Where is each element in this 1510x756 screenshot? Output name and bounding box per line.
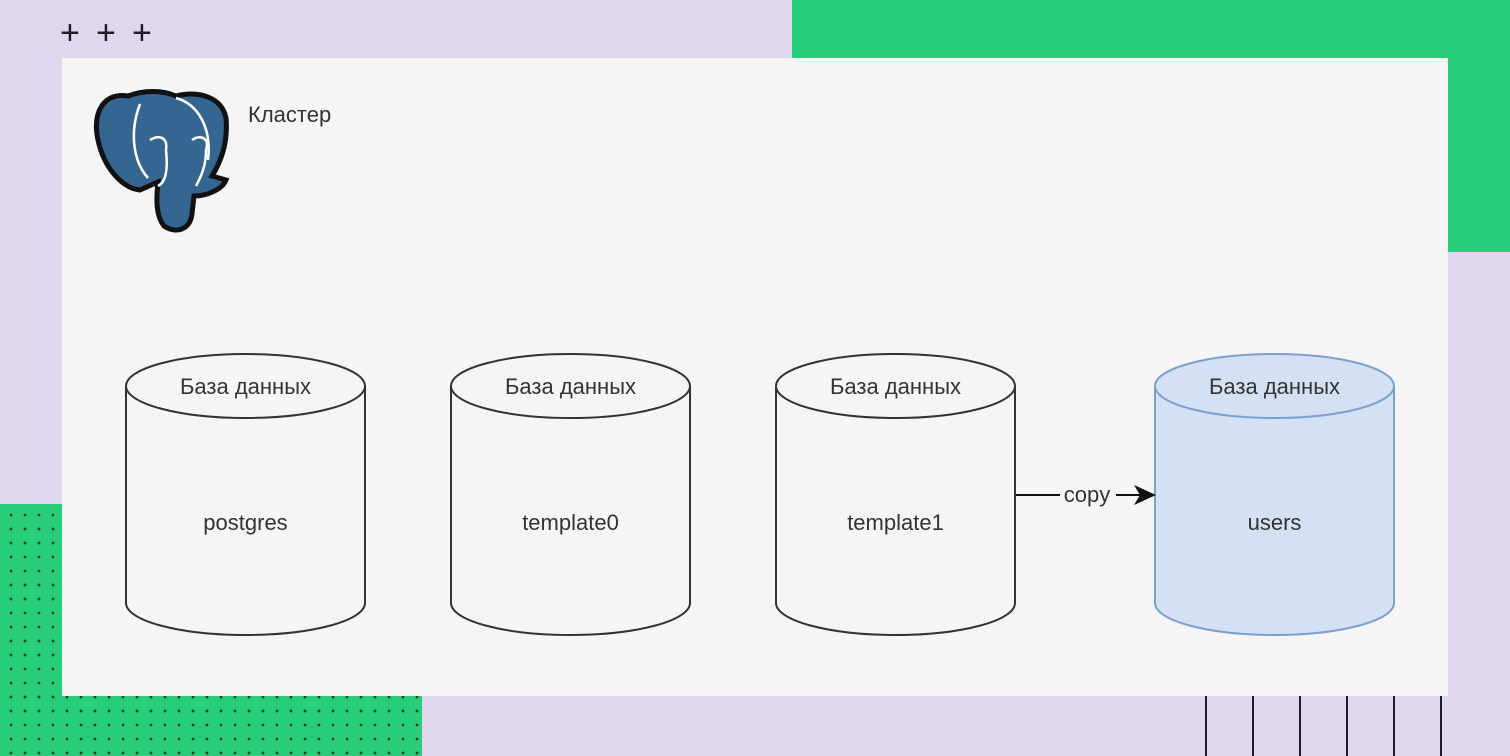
database-cylinder-template1: База данных template1 xyxy=(775,353,1016,636)
cylinder-top xyxy=(1154,353,1395,419)
cylinder-body xyxy=(1154,386,1395,636)
database-cylinder-template0: База данных template0 xyxy=(450,353,691,636)
cylinder-body xyxy=(450,386,691,636)
database-header: База данных xyxy=(505,374,636,399)
database-name: users xyxy=(1248,510,1302,535)
database-cylinder-users: База данных users xyxy=(1154,353,1395,636)
cylinder-top xyxy=(125,353,366,419)
cylinder-top xyxy=(450,353,691,419)
cylinder-body xyxy=(775,386,1016,636)
database-header: База данных xyxy=(1209,374,1340,399)
database-header: База данных xyxy=(830,374,961,399)
cylinder-top xyxy=(775,353,1016,419)
database-name: template1 xyxy=(847,510,944,535)
database-header: База данных xyxy=(180,374,311,399)
cluster-label: Кластер xyxy=(248,102,331,127)
cylinder-body xyxy=(125,386,366,636)
copy-label: copy xyxy=(1064,482,1110,507)
database-name: template0 xyxy=(522,510,619,535)
database-cylinder-postgres: База данных postgres xyxy=(125,353,366,636)
postgresql-elephant-logo xyxy=(94,89,230,233)
database-name: postgres xyxy=(203,510,287,535)
